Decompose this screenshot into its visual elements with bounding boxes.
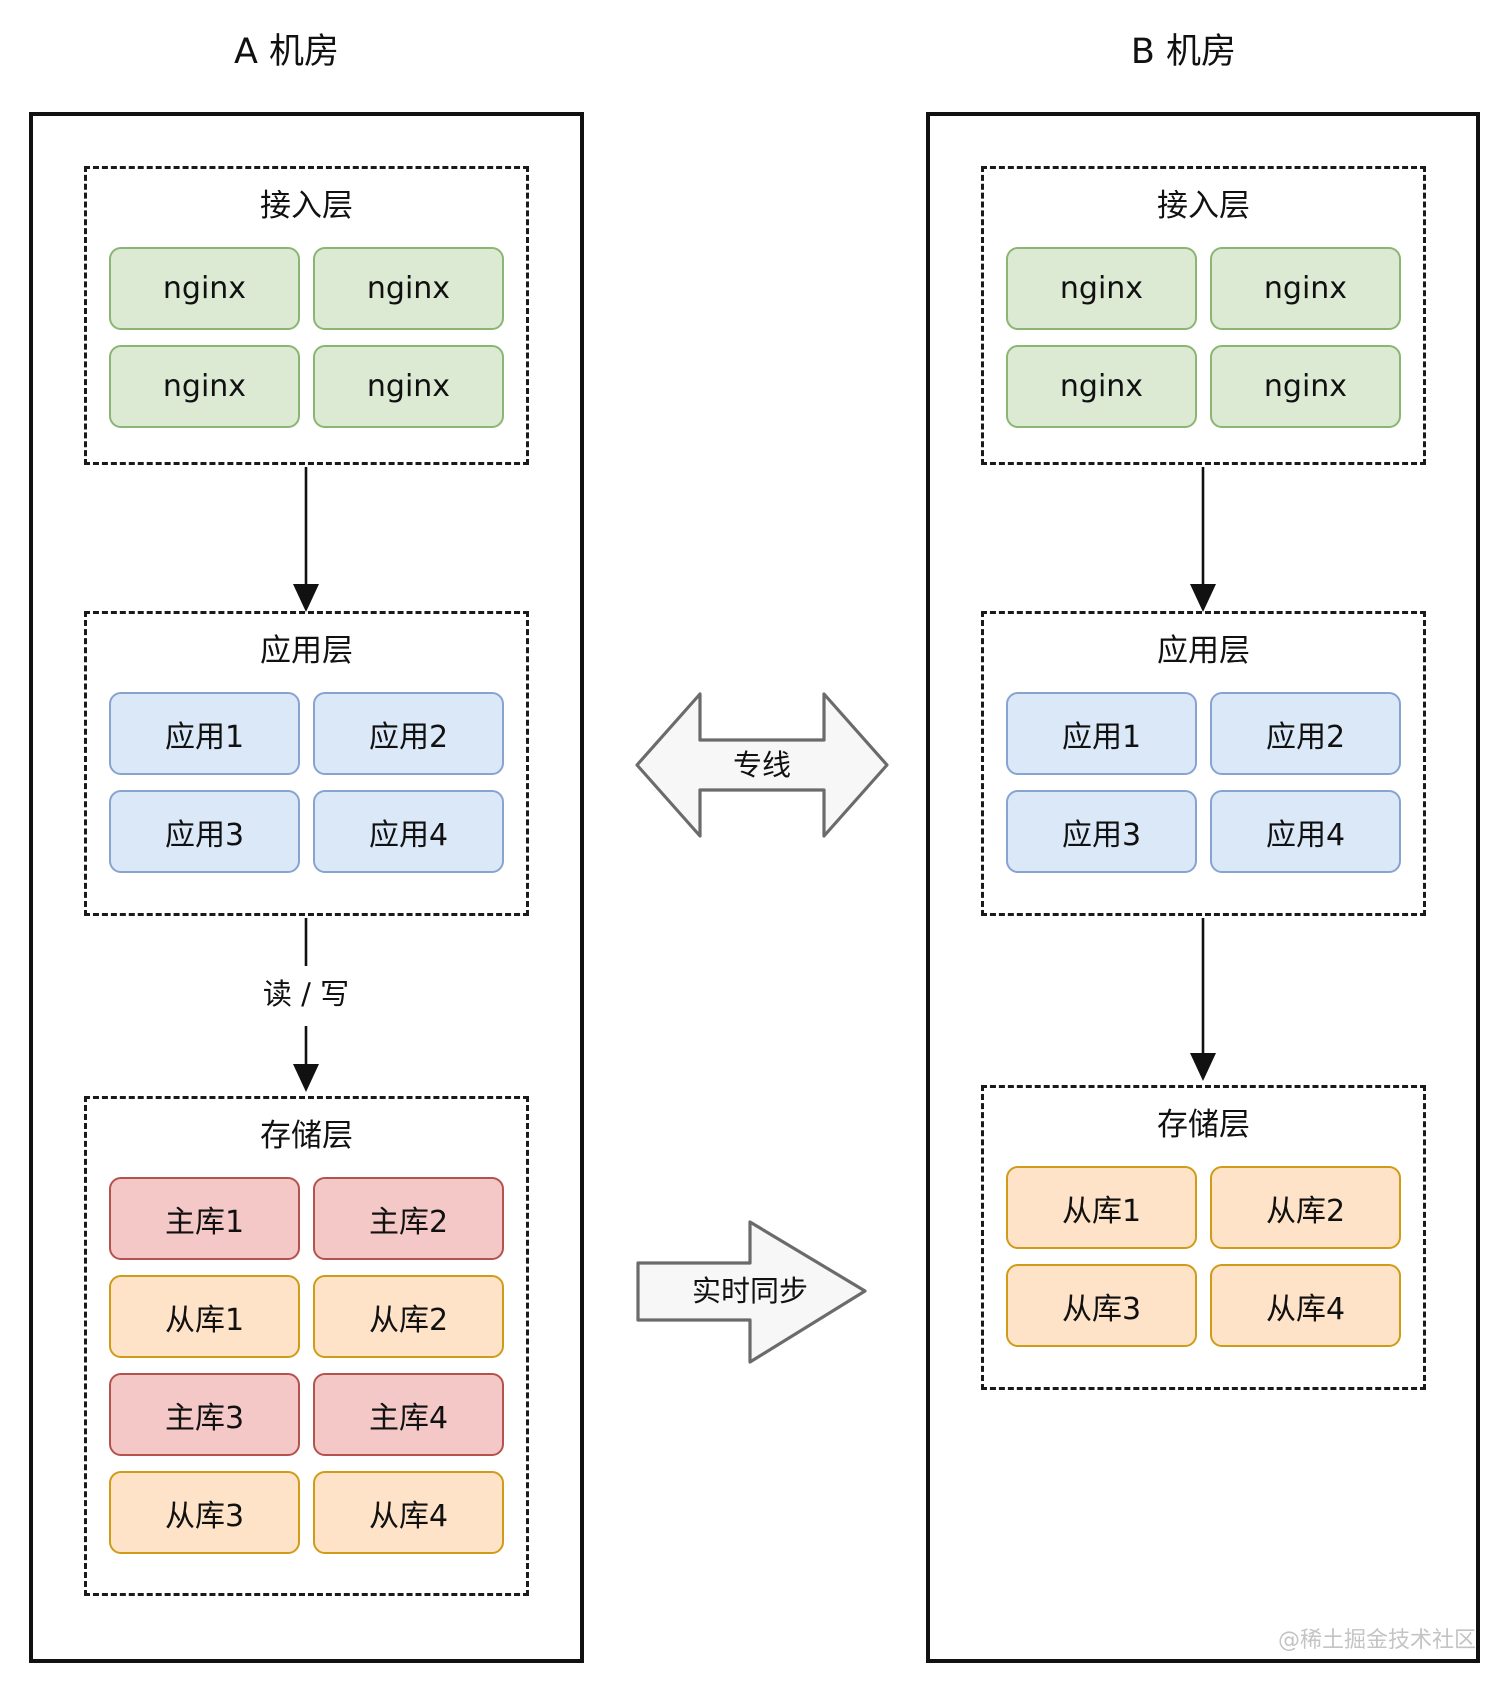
node-b-app-4: 应用4 (1210, 790, 1401, 873)
datacenter-b-box (926, 112, 1480, 1663)
node-b-access-nginx-4: nginx (1210, 345, 1401, 428)
node-b-app-3: 应用3 (1006, 790, 1197, 873)
node-b-access-nginx-3: nginx (1006, 345, 1197, 428)
node-a-slave-db-2: 从库2 (313, 1275, 504, 1358)
realtime-sync-label: 实时同步 (691, 1274, 808, 1308)
node-a-slave-db-4: 从库4 (313, 1471, 504, 1554)
node-a-app-3: 应用3 (109, 790, 300, 873)
node-a-master-db-4: 主库4 (313, 1373, 504, 1456)
node-a-access-nginx-4: nginx (313, 345, 504, 428)
node-a-slave-db-3: 从库3 (109, 1471, 300, 1554)
node-a-master-db-2: 主库2 (313, 1177, 504, 1260)
node-a-app-1: 应用1 (109, 692, 300, 775)
layer-b-app-title: 应用层 (1157, 633, 1250, 669)
layer-b-storage-title: 存储层 (1157, 1107, 1250, 1143)
node-b-slave-db-4: 从库4 (1210, 1264, 1401, 1347)
node-a-app-2: 应用2 (313, 692, 504, 775)
node-a-app-4: 应用4 (313, 790, 504, 873)
node-b-app-1: 应用1 (1006, 692, 1197, 775)
node-a-slave-db-1: 从库1 (109, 1275, 300, 1358)
node-a-master-db-3: 主库3 (109, 1373, 300, 1456)
node-a-master-db-1: 主库1 (109, 1177, 300, 1260)
watermark: @稀土掘金技术社区 (1277, 1628, 1476, 1653)
datacenter-a-box (29, 112, 584, 1663)
node-b-access-nginx-1: nginx (1006, 247, 1197, 330)
layer-a-access-title: 接入层 (260, 188, 353, 224)
node-b-app-2: 应用2 (1210, 692, 1401, 775)
layer-b-access-title: 接入层 (1157, 188, 1250, 224)
node-b-slave-db-1: 从库1 (1006, 1166, 1197, 1249)
dedicated-line-label: 专线 (732, 748, 791, 782)
node-b-slave-db-2: 从库2 (1210, 1166, 1401, 1249)
read-write-label: 读 / 写 (262, 977, 350, 1011)
node-a-access-nginx-1: nginx (109, 247, 300, 330)
layer-a-app-title: 应用层 (260, 633, 353, 669)
datacenter-a-title: A 机房 (233, 32, 340, 72)
layer-a-storage-title: 存储层 (260, 1118, 353, 1154)
node-b-access-nginx-2: nginx (1210, 247, 1401, 330)
node-a-access-nginx-2: nginx (313, 247, 504, 330)
node-a-access-nginx-3: nginx (109, 345, 300, 428)
node-b-slave-db-3: 从库3 (1006, 1264, 1197, 1347)
datacenter-b-title: B 机房 (1130, 32, 1237, 72)
